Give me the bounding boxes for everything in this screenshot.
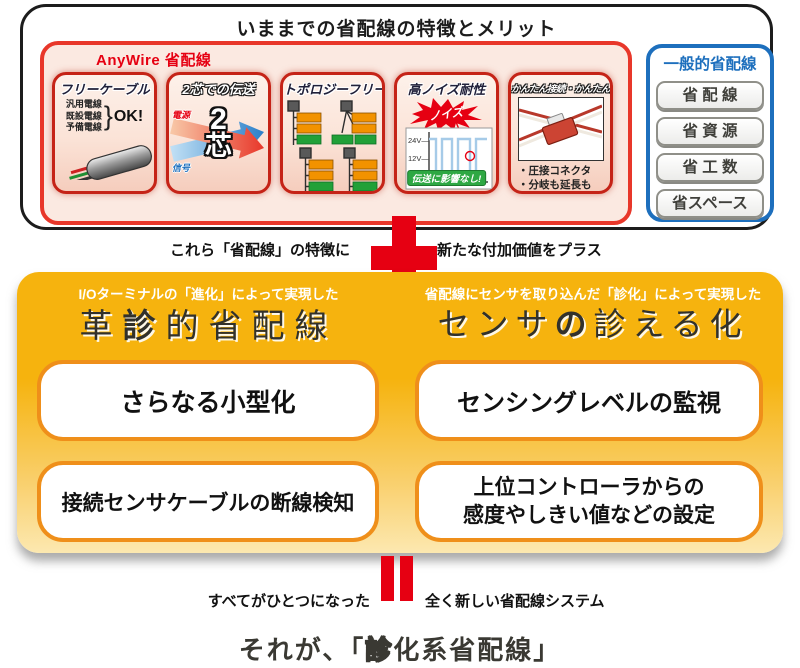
plus-row-left-text: これら「省配線」の特徴に [169,242,350,259]
equals-icon [381,556,413,601]
cable-illustration [69,145,152,181]
anywire-box: AnyWire 省配線 フリーケーブル 汎用電線 既設電線 予備電線 } OK! [40,41,632,225]
feature-disconnection-detection: 接続センサケーブルの断線検知 [37,461,379,542]
bullet-branch-extend: ・分岐も延長も [518,179,592,192]
signal-label: 信号 [172,163,191,173]
right-column-subtitle: 省配線にセンサを取り込んだ「診化」によって実現した [424,287,762,302]
feature-sensing-level-monitoring: センシングレベルの監視 [415,360,763,441]
plus-row-right-text: 新たな付加価値をプラス [437,242,602,259]
legacy-features-box: いままでの省配線の特徴とメリット AnyWire 省配線 フリーケーブル 汎用電… [20,4,774,230]
bullet-same-shape: ・オスメス同型式 [518,192,610,194]
left-heading-bold-char: 診 [122,307,166,344]
panel-noise-title: 高ノイズ耐性 [407,82,486,97]
right-heading-bold-char: の [554,306,594,342]
easy-connect-bullets: ・圧接コネクタ ・分岐も延長も ・オスメス同型式 [518,164,610,194]
panel-free-cable: フリーケーブル 汎用電線 既設電線 予備電線 } OK! [52,72,157,194]
general-item-space: 省スペース [656,189,764,218]
power-label: 電源 [172,110,191,120]
right-heading-pre: センサ [437,306,555,342]
controller-settings-line1: 上位コントローラからの [473,476,705,500]
right-heading-post: 診える化 [593,306,749,342]
equals-row-right-text: 全く新しい省配線システム [425,593,605,610]
cable-line-3: 予備電線 [65,122,102,133]
connector-image-box [517,97,604,161]
feature-miniaturization: さらなる小型化 [37,360,379,441]
left-heading-pre: 革 [79,307,123,344]
controller-settings-line2: 感度やしきい値などの設定 [463,503,715,527]
top-box-title: いままでの省配線の特徴とメリット [236,19,557,40]
v12-tick: 12V— [408,154,429,163]
general-wiring-box: 一般的省配線 省 配 線 省 資 源 省 工 数 省スペース [646,44,774,222]
general-item-wiring: 省 配 線 [656,81,764,110]
panel-noise-immunity: 高ノイズ耐性 ノイズ 24V— 12V— 0V— 伝送に影響なし! [394,72,499,194]
panel-topology-title: トポロジーフリー [283,82,385,97]
footer-post: 化系省配線」 [393,635,562,665]
two-core-kanji: 芯 [205,130,232,161]
cable-type-list: 汎用電線 既設電線 予備電線 } OK! [55,99,154,134]
cable-line-1: 汎用電線 [65,99,102,109]
left-column-subtitle: I/Oターミナルの「進化」によって実現した [78,287,339,302]
panel-easy-connect: かんたん接続・かんたん分岐 [508,72,613,194]
panel-two-wire: 2芯での伝送 [166,72,271,194]
cable-line-2: 既設電線 [65,110,102,121]
anywire-label: AnyWire 省配線 [96,52,212,69]
topology-diagram [287,100,378,191]
ok-label: OK! [113,107,144,125]
two-core-big-label: 2 芯 [170,103,267,161]
panel-free-cable-title: フリーケーブル [59,82,150,97]
footer-pre: それが、「 [238,635,366,665]
panel-two-wire-title: 2芯での伝送 [182,82,255,97]
feature-controller-settings: 上位コントローラからの 感度やしきい値などの設定 [415,461,763,542]
general-box-title: 一般的省配線 [663,56,757,73]
two-wire-illustration: 電源 信号 2 芯 [170,100,267,184]
general-item-resources: 省 資 源 [656,117,764,146]
noise-starburst [410,98,482,130]
right-column-heading: センサの診える化 [403,299,783,345]
equals-row-left-text: すべてがひとつになった [207,593,370,610]
new-value-box: I/Oターミナルの「進化」によって実現した 革診的省配線 省配線にセンサを取り込… [17,272,783,553]
no-effect-badge: 伝送に影響なし! [406,170,487,186]
footer-title: それが、「診化系省配線」 [0,630,800,667]
footer-outlined-char: 診 [365,634,394,665]
bullet-press-connector: ・圧接コネクタ [518,165,592,177]
panel-topology-free: トポロジーフリー [280,72,385,194]
left-column-heading: 革診的省配線 [17,299,400,347]
connector-illustration [517,104,603,148]
feature-panel-row: フリーケーブル 汎用電線 既設電線 予備電線 } OK! [52,72,613,194]
two-core-digit: 2 [210,103,227,136]
left-heading-post: 的省配線 [165,307,338,344]
general-item-labor: 省 工 数 [656,153,764,182]
crossing-arrows-graphic [170,118,264,162]
v24-tick: 24V— [408,136,429,145]
brace-glyph: } [103,101,113,132]
panel-easy-title: かんたん接続・かんたん分岐 [511,84,611,95]
